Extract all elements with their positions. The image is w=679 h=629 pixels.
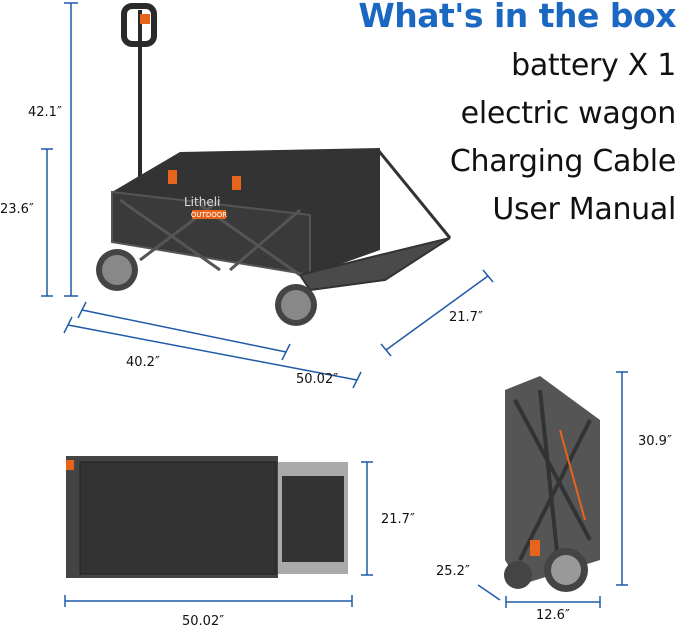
dim-body-height: 23.6″ bbox=[0, 202, 34, 217]
wagon-image: Litheli OUTDOOR bbox=[96, 3, 452, 326]
dimension-lines bbox=[41, 2, 628, 608]
box-item-battery: battery X 1 bbox=[511, 48, 676, 83]
brand-sub-text: OUTDOOR bbox=[191, 211, 227, 219]
folded-view-image bbox=[504, 376, 600, 592]
brand-logo: Litheli bbox=[184, 195, 220, 209]
dim-folded-width: 12.6″ bbox=[536, 608, 570, 623]
dim-folded-depth: 25.2″ bbox=[436, 564, 470, 579]
dim-folded-height: 30.9″ bbox=[638, 434, 672, 449]
page-title: What's in the box bbox=[358, 0, 676, 35]
dim-width: 21.7″ bbox=[449, 310, 483, 325]
dim-top-length: 50.02″ bbox=[182, 614, 225, 629]
dim-top-width: 21.7″ bbox=[381, 512, 415, 527]
box-item-wagon: electric wagon bbox=[460, 96, 677, 131]
dim-total-length: 50.02″ bbox=[296, 372, 339, 387]
dim-body-length: 40.2″ bbox=[126, 355, 160, 370]
brand-sub-badge bbox=[192, 210, 226, 219]
dim-total-height: 42.1″ bbox=[28, 105, 62, 120]
box-item-cable: Charging Cable bbox=[449, 144, 676, 179]
box-item-manual: User Manual bbox=[492, 192, 676, 227]
top-view-image bbox=[66, 456, 348, 578]
